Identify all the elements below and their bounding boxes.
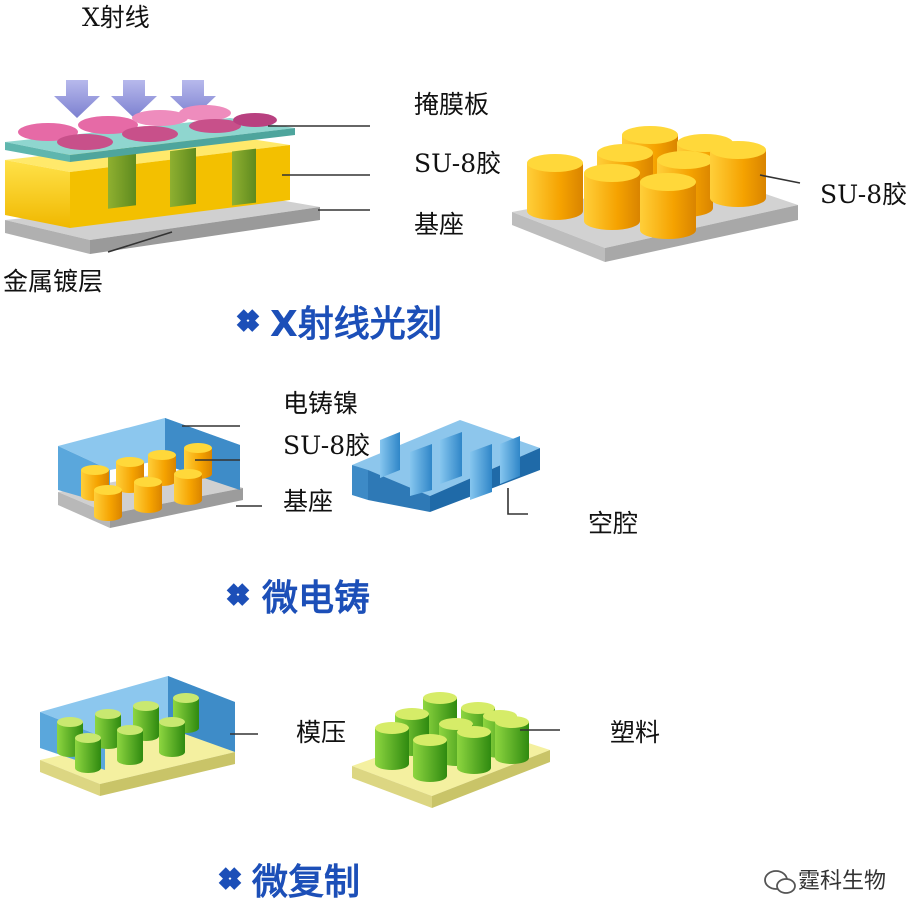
diamond-bullet-icon (226, 583, 250, 606)
label-base-2: 基座 (283, 487, 333, 516)
plastic-pillar (375, 722, 409, 770)
mask-plate (5, 105, 295, 162)
leader-coating (107, 231, 173, 253)
chat-bubble-icon (764, 870, 796, 894)
label-resist-2: SU-8胶 (283, 431, 370, 460)
label-nickel: 电铸镍 (283, 389, 358, 418)
su8-pillar (527, 154, 583, 220)
green-pillar (75, 733, 101, 773)
label-base: 基座 (414, 210, 464, 239)
label-product-resist: SU-8胶 (820, 180, 907, 209)
xray-arrow-icon (54, 80, 100, 118)
xray-arrow-icon (111, 80, 157, 118)
replication-stage: 模压 塑料 微复制 (40, 676, 660, 903)
green-pillar (117, 725, 143, 765)
diamond-bullet-icon (236, 309, 260, 332)
orange-pillar (94, 485, 122, 521)
leader-cavity (507, 488, 528, 515)
plastic-pillar (495, 716, 529, 764)
title-electroforming: 微电铸 (261, 578, 370, 619)
orange-pillar-group (81, 443, 212, 521)
label-xray-source: X射线 (82, 3, 150, 32)
leader-product-resist (759, 174, 801, 184)
green-pillar (159, 717, 185, 757)
label-plastic: 塑料 (610, 718, 660, 747)
xray-lithography-stage: X射线 (3, 3, 907, 345)
green-pillar (95, 709, 121, 749)
plastic-pillar (413, 734, 447, 782)
nickel-mold-cavity (352, 420, 540, 512)
watermark: 霆科生物 (764, 869, 886, 894)
orange-pillar (134, 477, 162, 513)
orange-pillar (174, 469, 202, 505)
electroforming-stage: 电铸镍 SU-8胶 基座 空腔 微电铸 (58, 389, 638, 619)
green-pillar-group (57, 693, 199, 773)
label-mold: 模压 (296, 718, 346, 747)
label-metal-coating: 金属镀层 (3, 267, 103, 296)
xray-arrows (54, 80, 216, 118)
su8-resist-layer (5, 135, 290, 228)
base-plate (5, 195, 320, 254)
su8-pillar (584, 164, 640, 230)
diamond-bullet-icon (218, 867, 242, 890)
label-mask: 掩膜板 (414, 90, 489, 119)
title-replication: 微复制 (251, 862, 360, 903)
label-cavity: 空腔 (588, 509, 638, 538)
plastic-pillar-group (375, 692, 529, 782)
su8-pillar (710, 141, 766, 207)
watermark-text: 霆科生物 (798, 869, 886, 894)
xray-arrow-icon (170, 80, 216, 118)
plastic-pillar (457, 726, 491, 774)
pillar-group (527, 126, 766, 239)
stage-title-electroforming: 微电铸 (226, 578, 370, 619)
title-xray-lithography: X射线光刻 (270, 304, 442, 345)
stage-title-xray: X射线光刻 (236, 304, 442, 345)
su8-pillar (640, 173, 696, 239)
label-resist: SU-8胶 (414, 149, 501, 178)
stage-title-replication: 微复制 (218, 862, 360, 903)
